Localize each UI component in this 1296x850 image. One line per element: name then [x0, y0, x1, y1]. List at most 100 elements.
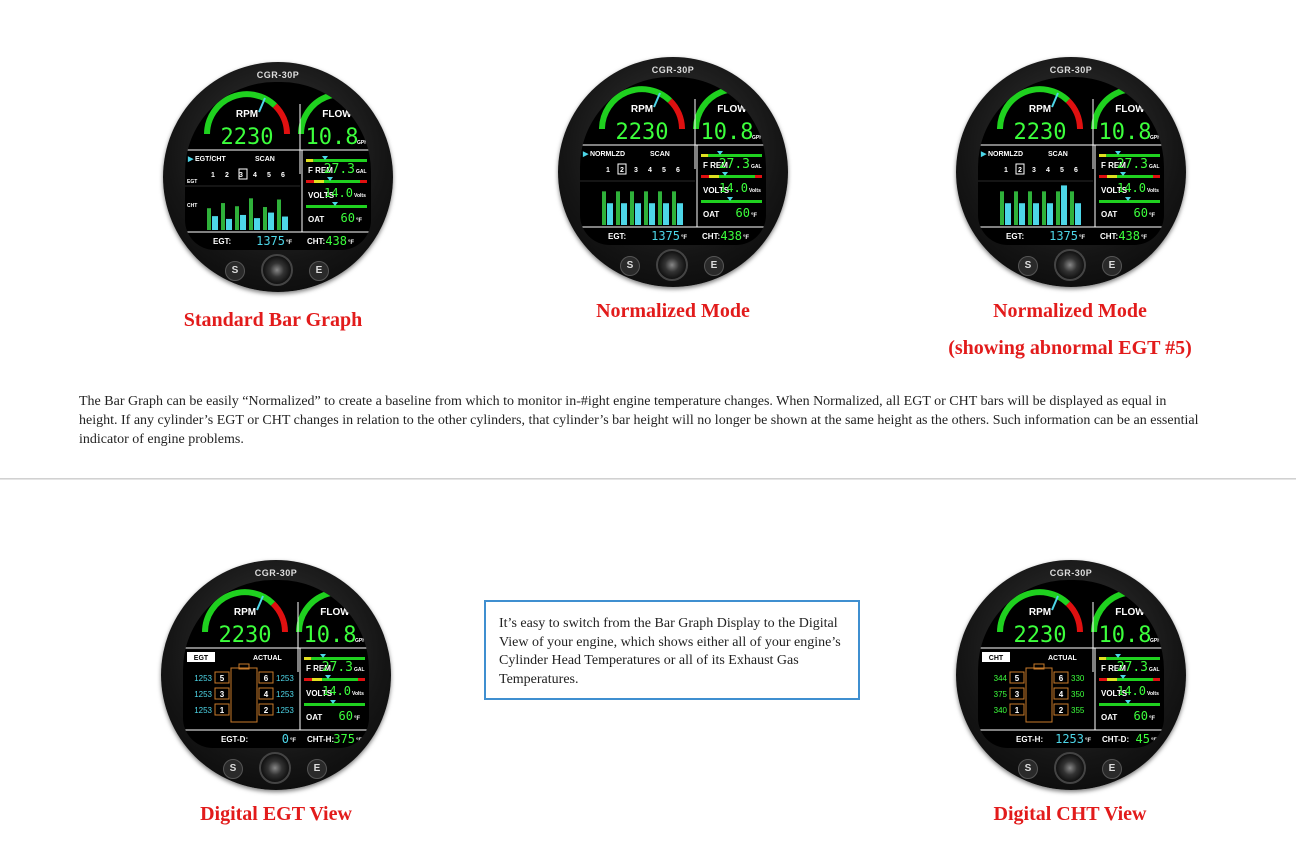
- cylinder-number: 5: [662, 167, 666, 174]
- actual-label: ACTUAL: [1048, 655, 1077, 662]
- e-button[interactable]: E: [309, 261, 329, 281]
- cylinder-box-left: [214, 687, 230, 700]
- s-button[interactable]: S: [1018, 759, 1038, 779]
- control-knob[interactable]: [1054, 752, 1086, 784]
- cylinder-number: 2: [1018, 167, 1022, 174]
- e-button[interactable]: E: [1102, 256, 1122, 276]
- rpm-value: 2230: [1014, 120, 1067, 145]
- pointer-marker-2: [330, 700, 336, 704]
- cylinder-temp-left: 375: [994, 690, 1008, 699]
- volts-label: VOLTS: [306, 689, 333, 698]
- frem-unit: GAL: [751, 164, 762, 170]
- control-knob[interactable]: [259, 752, 291, 784]
- e-button[interactable]: E: [307, 759, 327, 779]
- egt-bottom-label: EGT:: [608, 232, 626, 241]
- oat-value: 60: [341, 211, 355, 225]
- cylinder-number-right: 6: [264, 674, 269, 683]
- oat-unit: °F: [356, 218, 362, 224]
- e-button[interactable]: E: [704, 256, 724, 276]
- rpm-label: RPM: [631, 104, 653, 115]
- rpm-label: RPM: [1029, 607, 1051, 618]
- flow-value: 10.8: [1099, 623, 1152, 648]
- control-knob[interactable]: [261, 254, 293, 286]
- control-knob[interactable]: [1054, 249, 1086, 281]
- egt-bar-3: [240, 214, 246, 230]
- frem-unit: GAL: [356, 169, 367, 175]
- bottom-left-unit: °F: [290, 738, 296, 744]
- cylinder-number: 1: [1004, 167, 1008, 174]
- frem-unit: GAL: [1149, 164, 1160, 170]
- frem-bar-green: [1106, 154, 1160, 157]
- frem-bar-green: [311, 657, 365, 660]
- bottom-left-unit: °F: [1085, 738, 1091, 744]
- volts-unit: Volts: [1147, 188, 1159, 194]
- bottom-right-label: CHT-H:: [307, 735, 334, 744]
- cylinder-box-right: [258, 703, 274, 716]
- cht-bottom-label: CHT:: [702, 232, 720, 241]
- cylinder-number: 6: [281, 172, 285, 179]
- egt-bar-1: [607, 203, 613, 225]
- s-button[interactable]: S: [223, 759, 243, 779]
- egt-bottom-label: EGT:: [1006, 232, 1024, 241]
- frem-label: F REM: [1101, 664, 1126, 673]
- model-label: CGR-30P: [256, 70, 300, 80]
- digital-view-callout: It’s easy to switch from the Bar Graph D…: [484, 600, 860, 700]
- volts-value: 14.0: [322, 684, 351, 698]
- cylinder-temp-right: 1253: [276, 706, 294, 715]
- rpm-value: 2230: [616, 120, 669, 145]
- digital-tab-label: CHT: [989, 655, 1004, 662]
- rpm-red-arc: [1065, 98, 1083, 130]
- caption-normalized-mode: Normalized Mode: [596, 300, 750, 322]
- pointer-marker-2: [727, 197, 733, 201]
- flow-label: FLOW: [320, 607, 350, 618]
- s-button[interactable]: S: [1018, 256, 1038, 276]
- bottom-right-unit: °F: [1151, 738, 1157, 744]
- s-button[interactable]: S: [620, 256, 640, 276]
- cylinder-number-left: 5: [220, 674, 225, 683]
- control-knob[interactable]: [656, 249, 688, 281]
- cylinder-number-left: 3: [220, 690, 225, 699]
- oat-bar: [1099, 703, 1160, 706]
- flow-red-arc: [364, 601, 369, 611]
- egt-bar-2: [226, 218, 232, 230]
- cylinder-number-right: 2: [1059, 706, 1064, 715]
- rpm-red-arc: [1065, 601, 1083, 633]
- cylinder-temp-right: 330: [1071, 674, 1085, 683]
- cylinder-number: 5: [1060, 167, 1064, 174]
- cht-bottom-unit: °F: [348, 240, 354, 246]
- pointer-marker-2: [1125, 700, 1131, 704]
- cylinder-box-left: [1009, 687, 1025, 700]
- e-button[interactable]: E: [1102, 759, 1122, 779]
- frem-bar-yellow: [1099, 657, 1107, 660]
- cylinder-number: 2: [225, 172, 229, 179]
- egt-bar-6: [1075, 203, 1081, 225]
- cylinder-number: 4: [1046, 167, 1050, 174]
- flow-needle: [1145, 595, 1153, 611]
- volts-bar-red-high: [360, 180, 367, 183]
- cylinder-number: 3: [1032, 167, 1036, 174]
- cht-bar-5: [263, 207, 267, 230]
- normalized-description-paragraph: The Bar Graph can be easily “Normalized”…: [79, 394, 1199, 447]
- cylinder-box-left: [1009, 671, 1025, 684]
- pointer-marker-0: [717, 151, 723, 155]
- cylinder-number: 3: [634, 167, 638, 174]
- volts-bar-red-high: [755, 175, 762, 178]
- cylinder-number: 4: [253, 172, 257, 179]
- mode-label: NORMLZD: [988, 151, 1023, 158]
- egt-bar-5: [1061, 185, 1067, 225]
- cht-bottom-label: CHT:: [307, 237, 325, 246]
- bottom-left-label: EGT-H:: [1016, 735, 1043, 744]
- egt-bottom-unit: °F: [286, 240, 292, 246]
- cylinder-number-left: 1: [1015, 706, 1020, 715]
- cht-bar-1: [1000, 191, 1004, 225]
- s-button[interactable]: S: [225, 261, 245, 281]
- oat-unit: °F: [354, 716, 360, 722]
- egt-bar-1: [212, 216, 218, 230]
- egt-bar-2: [1019, 203, 1025, 225]
